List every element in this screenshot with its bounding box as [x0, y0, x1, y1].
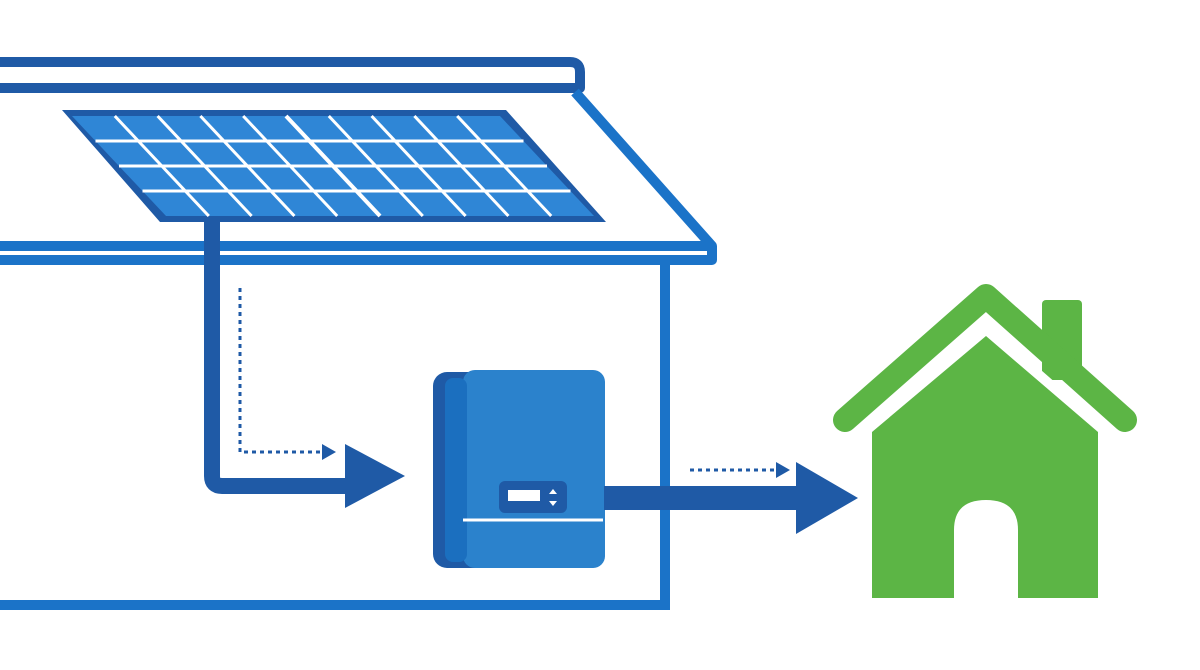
- roof-slope: [0, 88, 717, 265]
- arrowhead: [796, 462, 858, 534]
- building-outline: [0, 57, 717, 610]
- house-icon: [833, 284, 1137, 598]
- dotted-arrowhead: [322, 444, 336, 460]
- house-body: [872, 334, 1098, 598]
- solar-panel-icon: [62, 110, 606, 222]
- roof-gap: [858, 322, 1112, 432]
- down-icon: [549, 501, 557, 506]
- inverter-to-home-arrow: [604, 462, 858, 534]
- roof-rail: [0, 57, 585, 93]
- inverter-screen: [508, 490, 540, 501]
- dotted-guide: [238, 288, 322, 454]
- arrowhead: [345, 444, 405, 508]
- dotted-arrowhead: [776, 462, 790, 478]
- up-icon: [549, 489, 557, 494]
- house-roof: [833, 284, 1137, 432]
- inverter-icon: [433, 370, 605, 568]
- panel-to-inverter-arrow: [204, 222, 405, 508]
